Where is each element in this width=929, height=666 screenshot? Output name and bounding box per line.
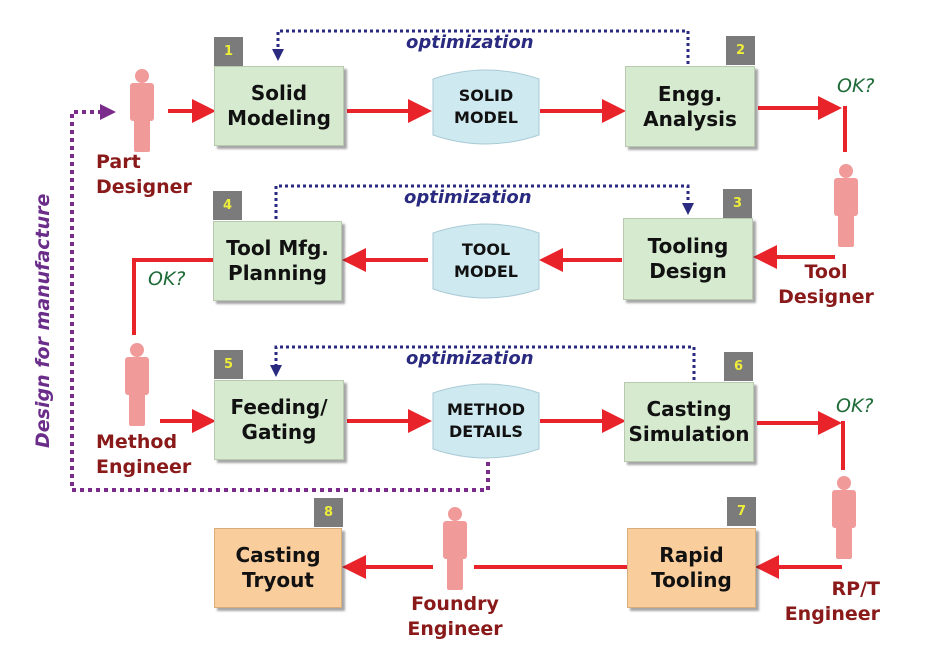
role-label-foundry-engineer: Foundry Engineer (407, 593, 503, 640)
step-label: Tooling Design (647, 234, 729, 283)
optimization-loop-3 (270, 345, 696, 380)
step-feeding-gating[interactable]: Feeding/ Gating (214, 380, 344, 460)
cylinder-shape (432, 383, 540, 459)
step-rapid-tooling[interactable]: Rapid Tooling (627, 528, 756, 608)
step-number-badge: 6 (724, 352, 753, 381)
line-planning-to-method-engineer (132, 258, 213, 335)
step-number-badge: 2 (726, 36, 755, 65)
step-number-badge: 7 (727, 497, 756, 526)
optimization-label-3: optimization (406, 348, 534, 369)
role-label-part-designer: Part Designer (96, 151, 192, 198)
step-label: Engg. Analysis (643, 81, 737, 131)
step-solid-modeling[interactable]: Solid Modeling (214, 66, 344, 146)
person-icon-part-designer (130, 69, 154, 152)
step-label: Solid Modeling (227, 81, 331, 130)
data-store-solid-model[interactable]: SOLID MODEL (431, 65, 541, 149)
cylinder-shape (432, 223, 540, 299)
role-label-rpt-engineer: RP/T Engineer (784, 578, 880, 625)
optimization-label-1: optimization (406, 32, 534, 53)
decision-ok-2: OK? (148, 268, 186, 290)
optimization-loop-1 (272, 29, 690, 64)
step-casting-tryout[interactable]: Casting Tryout (214, 528, 342, 608)
data-store-label: SOLID MODEL (454, 86, 518, 127)
data-store-label: TOOL MODEL (454, 240, 518, 281)
dfm-label: Design for manufacture (32, 193, 54, 448)
step-label: Feeding/ Gating (230, 395, 328, 444)
optimization-loop-2 (274, 184, 694, 219)
step-number-badge: 8 (314, 498, 343, 527)
step-casting-simulation[interactable]: Casting Simulation (624, 382, 754, 462)
step-label: Rapid Tooling (651, 543, 732, 592)
data-store-label: METHOD DETAILS (446, 400, 526, 441)
step-number-badge: 1 (214, 37, 243, 66)
step-label: Casting Simulation (628, 397, 750, 446)
data-store-method-details[interactable]: METHOD DETAILS (431, 379, 541, 463)
step-label: Casting Tryout (235, 543, 321, 592)
person-icon-foundry-engineer (443, 507, 467, 590)
cylinder-shape (432, 69, 540, 145)
step-number-badge: 4 (213, 191, 242, 220)
optimization-label-2: optimization (404, 187, 532, 208)
step-tooling-design[interactable]: Tooling Design (623, 218, 753, 300)
person-icon-method-engineer (125, 343, 149, 426)
decision-ok-3: OK? (836, 395, 874, 417)
person-icon-tool-designer (834, 164, 858, 247)
role-label-method-engineer: Method Engineer (96, 431, 192, 478)
dfm-loop (70, 104, 490, 492)
step-engg-analysis[interactable]: Engg. Analysis (625, 66, 755, 147)
data-store-tool-model[interactable]: TOOL MODEL (431, 219, 541, 303)
person-icon-rpt-engineer (832, 476, 856, 559)
step-number-badge: 5 (214, 350, 243, 379)
role-label-tool-designer: Tool Designer (778, 261, 874, 308)
step-tool-mfg-planning[interactable]: Tool Mfg. Planning (213, 221, 342, 301)
step-label: Tool Mfg. Planning (226, 236, 329, 285)
decision-ok-1: OK? (837, 75, 875, 97)
step-number-badge: 3 (723, 189, 752, 218)
